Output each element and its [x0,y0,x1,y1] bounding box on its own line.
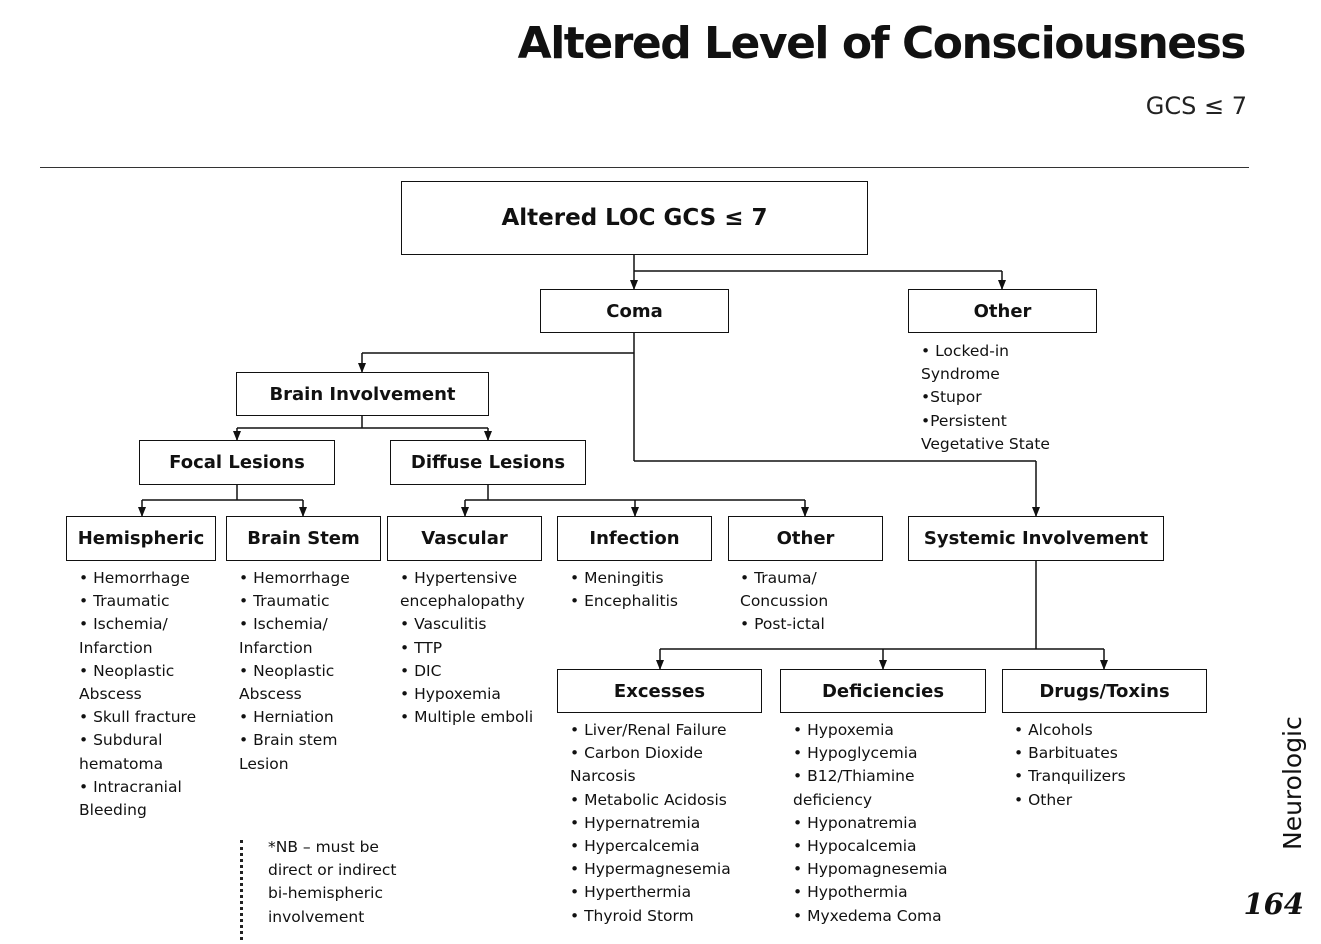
coma-box: Coma [540,289,729,333]
root-node-box: Altered LOC GCS ≤ 7 [401,181,868,255]
list-item: Hypoxemia [793,719,973,742]
page-title: Altered Level of Consciousness [517,18,1247,69]
infection-box: Infection [557,516,712,561]
list-item: Neoplastic Abscess [239,660,379,706]
list-item: Post-ictal [740,613,870,636]
list-item: Myxedema Coma [793,905,973,928]
page-subtitle: GCS ≤ 7 [1145,92,1247,120]
list-item: • Locked-in [921,342,1009,360]
list-item: Skull fracture [79,706,219,729]
list-item: Herniation [239,706,379,729]
list-item: Traumatic [79,590,219,613]
list-item: Ischemia/ Infarction [79,613,219,659]
brain-stem-box: Brain Stem [226,516,381,561]
list-item: Hypertensive encephalopathy [400,567,550,613]
list-item: Encephalitis [570,590,720,613]
list-item: Hypoxemia [400,683,550,706]
list-item: Hypocalcemia [793,835,973,858]
list-item: Neoplastic Abscess [79,660,219,706]
list-item: •Stupor [921,388,982,407]
section-label: Neurologic [1278,716,1307,850]
list-item: Meningitis [570,567,720,590]
list-item: Tranquilizers [1014,765,1194,788]
list-item: Hypercalcemia [570,835,750,858]
excesses-box: Excesses [557,669,762,713]
focal-lesions-box: Focal Lesions [139,440,335,485]
vascular-list: Hypertensive encephalopathy Vasculitis T… [400,567,550,729]
list-item: Carbon Dioxide Narcosis [570,742,750,788]
other-top-box: Other [908,289,1097,333]
list-item: Hypernatremia [570,812,750,835]
excesses-list: Liver/Renal Failure Carbon Dioxide Narco… [570,719,750,928]
vascular-box: Vascular [387,516,542,561]
list-item: Liver/Renal Failure [570,719,750,742]
hemispheric-box: Hemispheric [66,516,216,561]
list-item: Metabolic Acidosis [570,789,750,812]
deficiencies-box: Deficiencies [780,669,986,713]
list-item: Brain stem Lesion [239,729,379,775]
drugs-toxins-list: Alcohols Barbituates Tranquilizers Other [1014,719,1194,812]
header-divider [40,167,1249,168]
list-item: Traumatic [239,590,379,613]
dotted-divider [240,840,246,940]
list-item: Trauma/ Concussion [740,567,870,613]
diffuse-lesions-box: Diffuse Lesions [390,440,586,485]
list-item: TTP [400,637,550,660]
page-number: 164 [1243,887,1304,921]
list-item: Alcohols [1014,719,1194,742]
list-item: Thyroid Storm [570,905,750,928]
list-item: DIC [400,660,550,683]
list-item: Intracranial Bleeding [79,776,219,822]
list-item: Vasculitis [400,613,550,636]
other-diffuse-box: Other [728,516,883,561]
drugs-toxins-box: Drugs/Toxins [1002,669,1207,713]
list-item: Hypothermia [793,881,973,904]
systemic-involvement-box: Systemic Involvement [908,516,1164,561]
other-top-list: • Locked-in Syndrome •Stupor •Persistent… [921,340,1071,456]
list-item: Other [1014,789,1194,812]
list-item: Vegetative State [921,434,1050,453]
list-item: B12/Thiamine deficiency [793,765,973,811]
list-item: Syndrome [921,365,1000,384]
list-item: Multiple emboli [400,706,550,729]
list-item: •Persistent [921,411,1007,430]
infection-list: Meningitis Encephalitis [570,567,720,613]
list-item: Hypomagnesemia [793,858,973,881]
list-item: Hyperthermia [570,881,750,904]
list-item: Hemorrhage [239,567,379,590]
list-item: Subdural hematoma [79,729,219,775]
other-diffuse-list: Trauma/ Concussion Post-ictal [740,567,870,637]
hemispheric-list: Hemorrhage Traumatic Ischemia/ Infarctio… [79,567,219,822]
list-item: Barbituates [1014,742,1194,765]
footnote: *NB – must be direct or indirect bi-hemi… [268,838,397,926]
list-item: Hyponatremia [793,812,973,835]
deficiencies-list: Hypoxemia Hypoglycemia B12/Thiamine defi… [793,719,973,928]
brain-stem-list: Hemorrhage Traumatic Ischemia/ Infarctio… [239,567,379,776]
list-item: Hypermagnesemia [570,858,750,881]
list-item: Hypoglycemia [793,742,973,765]
list-item: Ischemia/ Infarction [239,613,379,659]
brain-involvement-box: Brain Involvement [236,372,489,416]
list-item: Hemorrhage [79,567,219,590]
